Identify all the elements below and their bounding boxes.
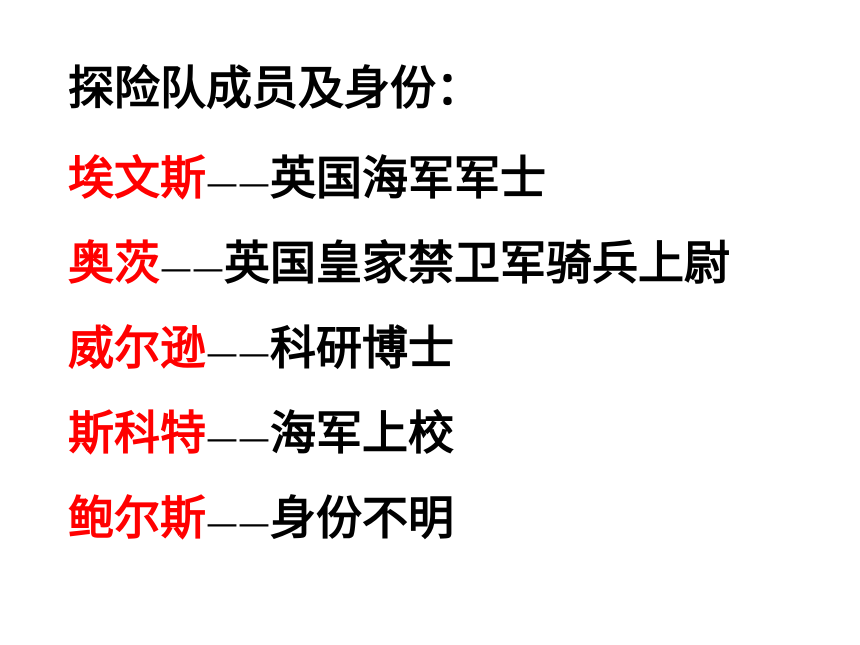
- member-name: 斯科特: [68, 406, 206, 460]
- member-row-bowers: 鲍尔斯——身份不明: [68, 488, 454, 548]
- member-row-evans: 埃文斯——英国海军军士: [68, 148, 546, 208]
- member-name: 威尔逊: [68, 321, 206, 375]
- member-row-scott: 斯科特——海军上校: [68, 403, 454, 463]
- member-name: 奥茨: [68, 236, 160, 290]
- member-separator: ——: [206, 419, 270, 457]
- member-role: 海军上校: [270, 406, 454, 460]
- member-separator: ——: [206, 334, 270, 372]
- slide-title: 探险队成员及身份：: [68, 61, 482, 115]
- member-role: 英国海军军士: [270, 151, 546, 205]
- member-role: 英国皇家禁卫军骑兵上尉: [224, 236, 730, 290]
- member-role: 科研博士: [270, 321, 454, 375]
- member-name: 鲍尔斯: [68, 491, 206, 545]
- member-role: 身份不明: [270, 491, 454, 545]
- member-separator: ——: [160, 249, 224, 287]
- member-name: 埃文斯: [68, 151, 206, 205]
- member-separator: ——: [206, 164, 270, 202]
- member-row-oates: 奥茨——英国皇家禁卫军骑兵上尉: [68, 233, 730, 293]
- member-row-wilson: 威尔逊——科研博士: [68, 318, 454, 378]
- member-separator: ——: [206, 504, 270, 542]
